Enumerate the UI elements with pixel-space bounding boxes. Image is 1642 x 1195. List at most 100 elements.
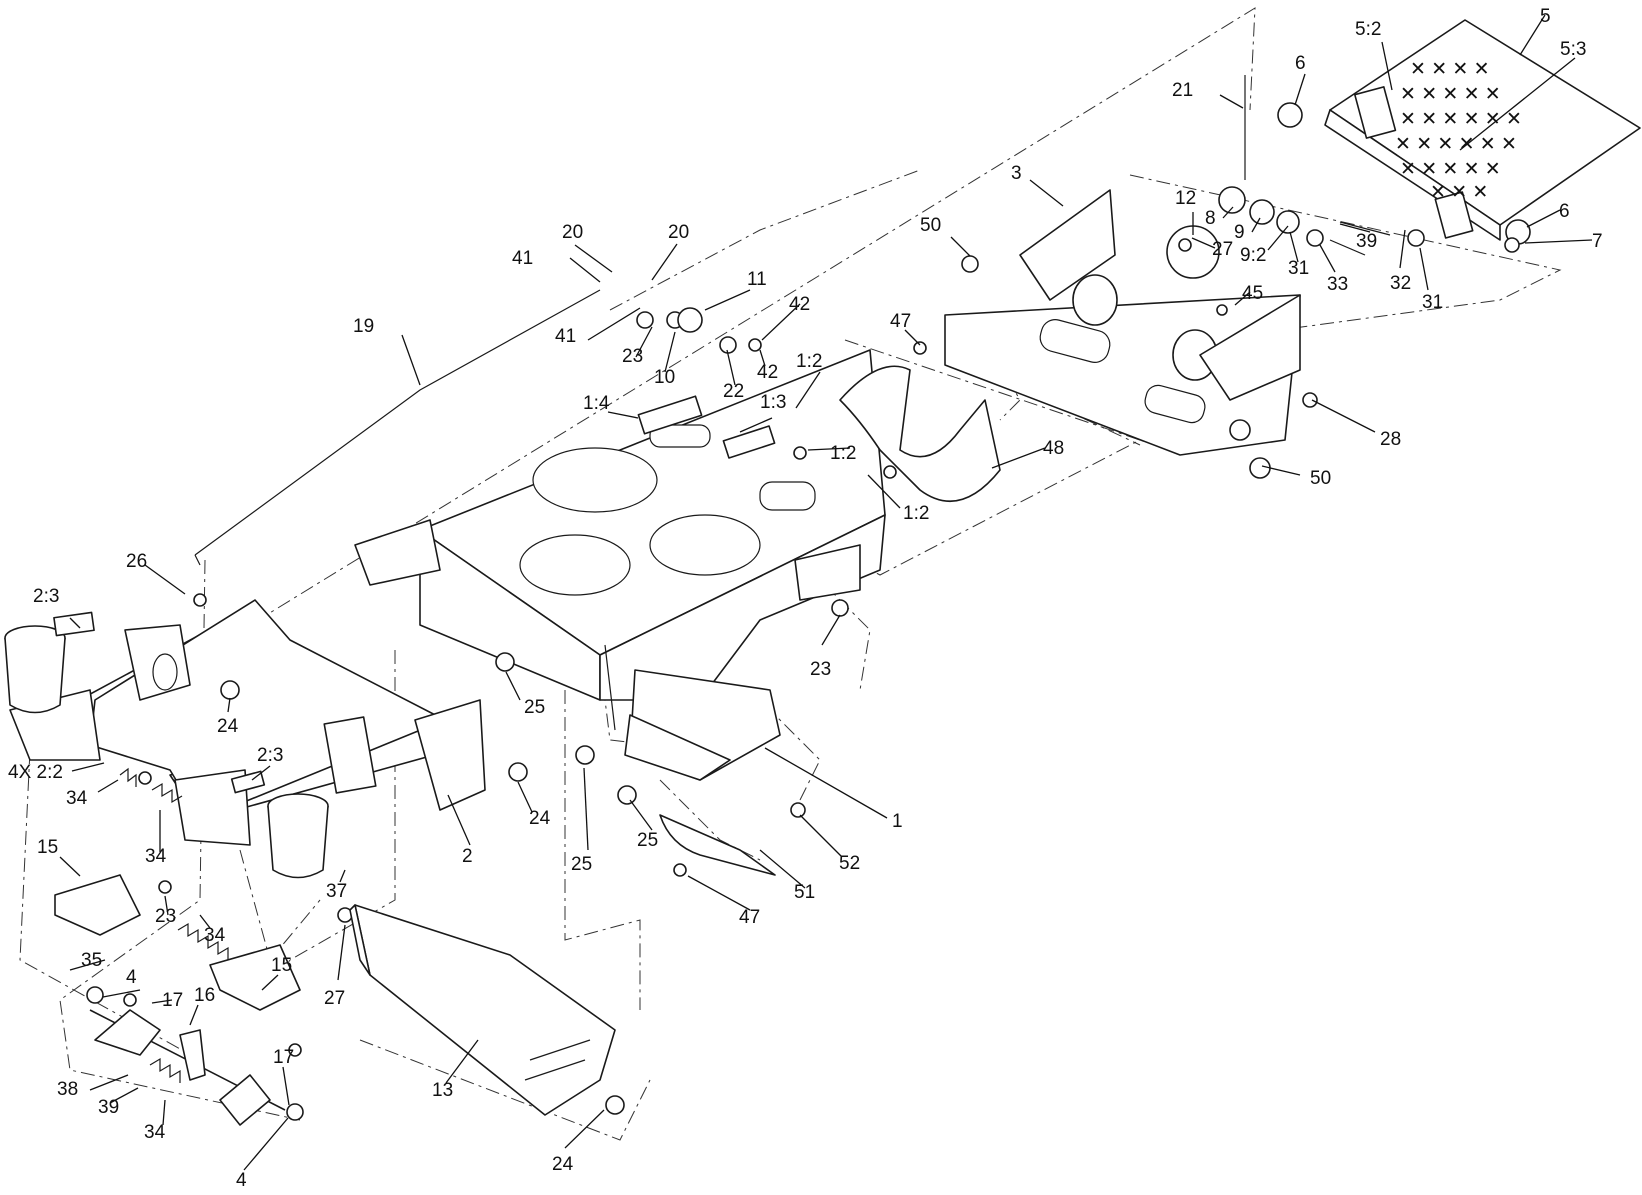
callout-24-a: 24 (217, 716, 239, 737)
leader-line (251, 765, 271, 781)
leader-line (1219, 94, 1244, 109)
callout-4-a: 4 (126, 967, 137, 988)
leader-line (950, 236, 971, 257)
callout-23-a: 23 (622, 346, 643, 367)
decals (53, 611, 266, 794)
svg-text:✕ ✕ ✕ ✕ ✕: ✕ ✕ ✕ ✕ ✕ (1400, 159, 1501, 180)
callout-6-a: 6 (1295, 53, 1306, 74)
leader-line (799, 814, 843, 858)
leader-line (574, 244, 613, 273)
leader-line (795, 371, 821, 409)
leader-line (162, 1099, 166, 1126)
callout-2-3-b: 2:3 (257, 745, 283, 766)
callout-25-c: 25 (637, 830, 658, 851)
svg-text:✕ ✕ ✕ ✕ ✕: ✕ ✕ ✕ ✕ ✕ (1400, 84, 1501, 105)
leader-line (97, 779, 119, 793)
callout-15-b: 15 (271, 955, 292, 976)
callout-39-a: 39 (1356, 231, 1377, 252)
leader-line (1399, 229, 1406, 269)
callout-4-b: 4 (236, 1170, 247, 1191)
hardware (86, 75, 1531, 1121)
leader-line (759, 849, 806, 889)
pedal-linkage (54, 767, 301, 1126)
callout-47-a: 47 (890, 311, 911, 332)
callout-1-3: 1:3 (760, 392, 786, 413)
callout-4x-2-2: 4X 2:2 (8, 762, 63, 783)
seat-plate: ✕ ✕ ✕ ✕ ✕ ✕ ✕ ✕ ✕ ✕ ✕ ✕ ✕ ✕ ✕ ✕ ✕ ✕ ✕ ✕ … (1324, 19, 1641, 241)
leader-line (739, 417, 773, 433)
callout-34-a: 34 (66, 788, 88, 809)
callout-34-c: 34 (204, 925, 226, 946)
leader-line (59, 856, 81, 877)
callout-25-b: 25 (571, 854, 592, 875)
leader-line (607, 411, 639, 419)
leader-line (1289, 231, 1299, 263)
skid-plate-13 (349, 904, 616, 1116)
cover-51 (659, 814, 776, 876)
callout-21: 21 (1172, 80, 1193, 101)
callout-1-2-b: 1:2 (830, 443, 856, 464)
callout-5-2: 5:2 (1355, 19, 1381, 40)
leader-line (587, 307, 641, 341)
leader-line (761, 303, 801, 341)
callout-39-b: 39 (98, 1097, 119, 1118)
leader-line (1029, 179, 1064, 207)
leader-line (505, 671, 521, 701)
leader-line (517, 781, 533, 813)
leader-line (1519, 14, 1546, 56)
leader-line (69, 959, 106, 971)
callout-38: 38 (57, 1079, 78, 1100)
leader-line (339, 869, 346, 883)
svg-text:✕ ✕ ✕: ✕ ✕ ✕ (1430, 182, 1488, 203)
callout-33: 33 (1327, 274, 1348, 295)
leader-line (1339, 223, 1371, 233)
leader-line (243, 1117, 289, 1171)
callout-47-b: 47 (739, 907, 760, 928)
callout-42-a: 42 (789, 294, 810, 315)
leader-line (1251, 217, 1261, 233)
callout-8: 8 (1205, 208, 1216, 229)
callout-15-a: 15 (37, 837, 58, 858)
callout-11: 11 (747, 269, 767, 290)
leader-line (1524, 239, 1593, 244)
leader-line (261, 974, 279, 991)
leader-line (1459, 57, 1576, 151)
leader-line (726, 349, 736, 386)
callout-45: 45 (1242, 283, 1263, 304)
callout-26: 26 (126, 551, 147, 572)
callout-37: 37 (326, 881, 347, 902)
leader-line (687, 875, 751, 911)
callout-1-4: 1:4 (583, 393, 610, 414)
leader-line (282, 1066, 290, 1106)
leader-line (1419, 247, 1429, 291)
leader-line (71, 762, 105, 772)
callout-34-b: 34 (145, 846, 167, 867)
callout-6-b: 6 (1559, 201, 1570, 222)
leader-line (1311, 399, 1376, 433)
leader-line (569, 257, 601, 283)
callout-1-2-c: 1:2 (903, 503, 929, 524)
callout-labels: 1 1:2 1:2 1:2 1:3 1:4 2 2:3 2:3 4X 2:2 3… (8, 6, 1603, 1191)
leader-line (1191, 237, 1216, 249)
callout-25-a: 25 (524, 697, 545, 718)
leader-line (164, 895, 169, 916)
leader-line (1222, 206, 1234, 219)
leader-line (401, 334, 421, 386)
leader-line (1261, 465, 1301, 476)
leader-line (151, 999, 173, 1004)
deck-plate (944, 189, 1301, 456)
leader-line (867, 474, 901, 509)
leader-line (704, 289, 751, 311)
callout-12: 12 (1175, 188, 1196, 209)
callout-23-c: 23 (155, 906, 176, 927)
leader-line (445, 1039, 479, 1084)
callout-28: 28 (1380, 429, 1401, 450)
callout-1-2-a: 1:2 (796, 351, 822, 372)
callout-35: 35 (81, 950, 102, 971)
callout-9-2: 9:2 (1240, 245, 1266, 266)
leader-line (635, 326, 653, 358)
leader-line (102, 989, 141, 998)
leader-line (227, 697, 231, 713)
callout-41-a: 41 (512, 248, 533, 269)
